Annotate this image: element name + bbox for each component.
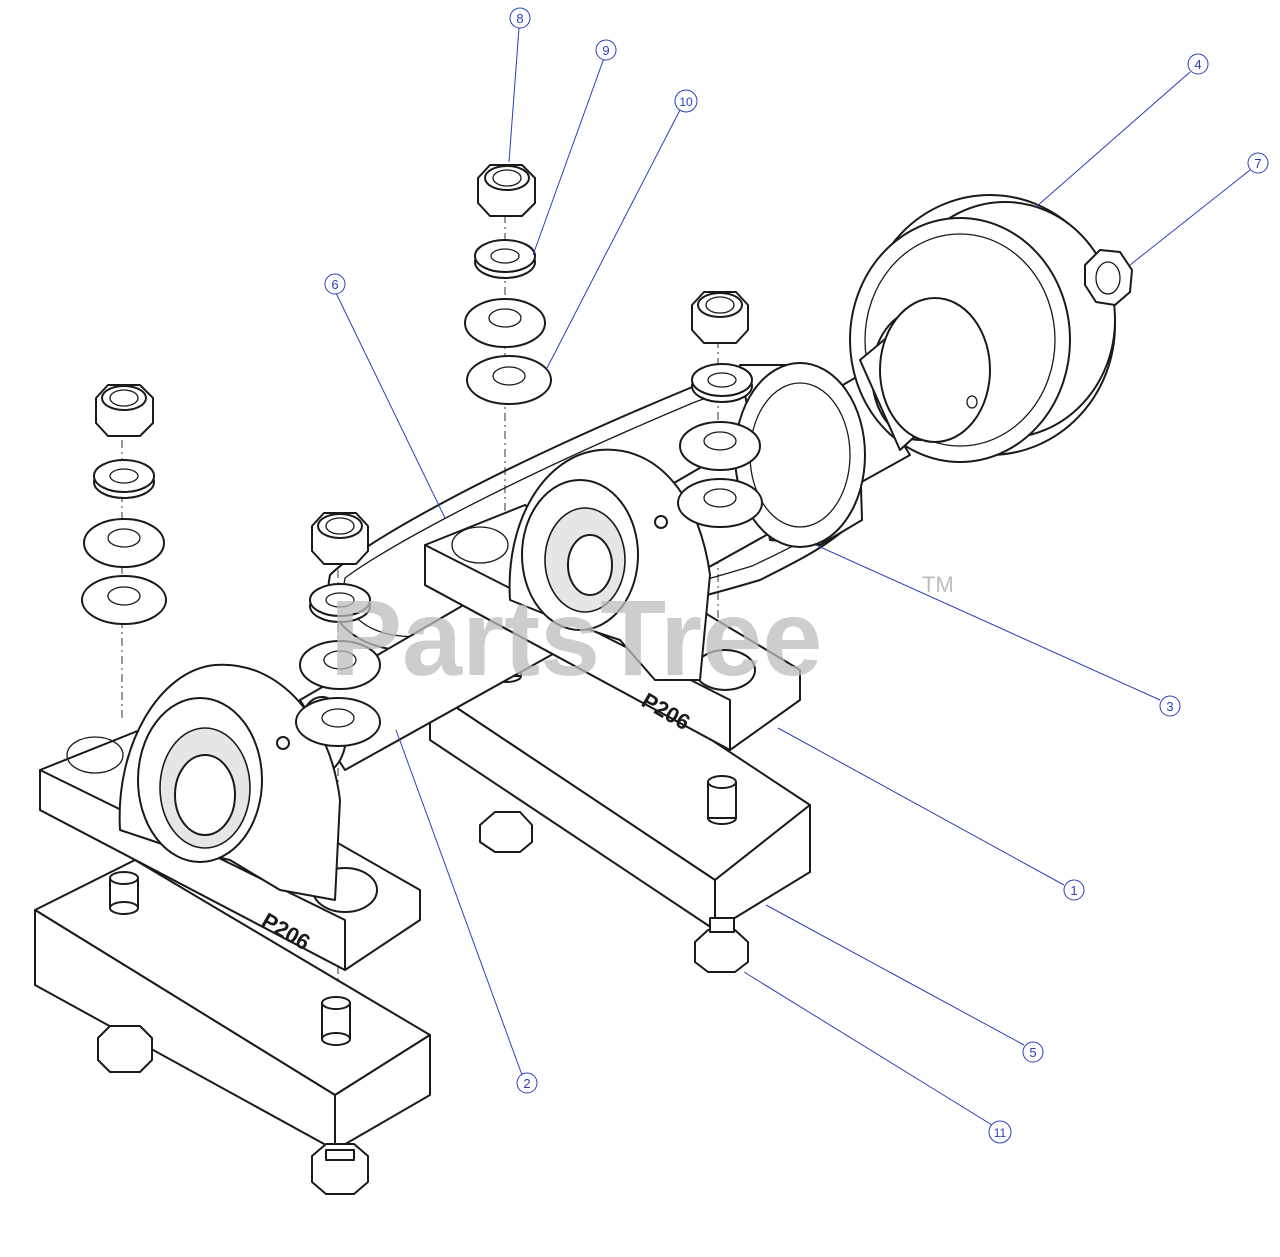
watermark-text: PartsTree — [330, 577, 822, 698]
callout-8-number: 8 — [516, 11, 523, 26]
hardware-stack-center — [295, 512, 381, 747]
callout-4: 4 — [1187, 53, 1209, 75]
pulley-hub — [734, 362, 866, 548]
hardware-stack-right — [677, 291, 763, 528]
callout-10: 10 — [674, 89, 698, 113]
v-pulley — [849, 194, 1116, 463]
callout-1: 1 — [1063, 879, 1085, 901]
callout-5: 5 — [1022, 1041, 1044, 1063]
callout-11-number: 11 — [994, 1126, 1007, 1140]
pillow-block-bearing-left: P206 — [39, 663, 421, 971]
callout-3: 3 — [1159, 695, 1181, 717]
callout-9: 9 — [595, 39, 617, 61]
callout-3-number: 3 — [1166, 699, 1173, 714]
callout-5-number: 5 — [1029, 1045, 1036, 1060]
watermark: PartsTree TM — [330, 572, 954, 698]
watermark-trademark: TM — [922, 572, 954, 597]
callout-2: 2 — [516, 1072, 538, 1094]
hex-nut-bottom-right — [479, 811, 749, 973]
hardware-stack-left — [81, 384, 167, 625]
callout-11: 11 — [988, 1120, 1012, 1144]
leader-lines — [335, 27, 1251, 1126]
callout-7: 7 — [1247, 152, 1269, 174]
callout-8: 8 — [509, 7, 531, 29]
callout-2-number: 2 — [523, 1076, 530, 1091]
hex-nut-bottom-left — [97, 1025, 369, 1195]
callout-7-number: 7 — [1254, 156, 1261, 171]
shaft-end-nut — [1084, 249, 1133, 306]
callout-4-number: 4 — [1194, 57, 1201, 72]
callout-1-number: 1 — [1070, 883, 1077, 898]
callout-10-number: 10 — [679, 95, 693, 109]
callout-9-number: 9 — [602, 43, 609, 58]
callout-6: 6 — [324, 273, 346, 295]
support-block-left — [34, 859, 431, 1151]
hardware-stack-top — [464, 164, 552, 405]
pillow-block-bearing-right: P206 — [424, 448, 801, 751]
callout-6-number: 6 — [331, 277, 338, 292]
